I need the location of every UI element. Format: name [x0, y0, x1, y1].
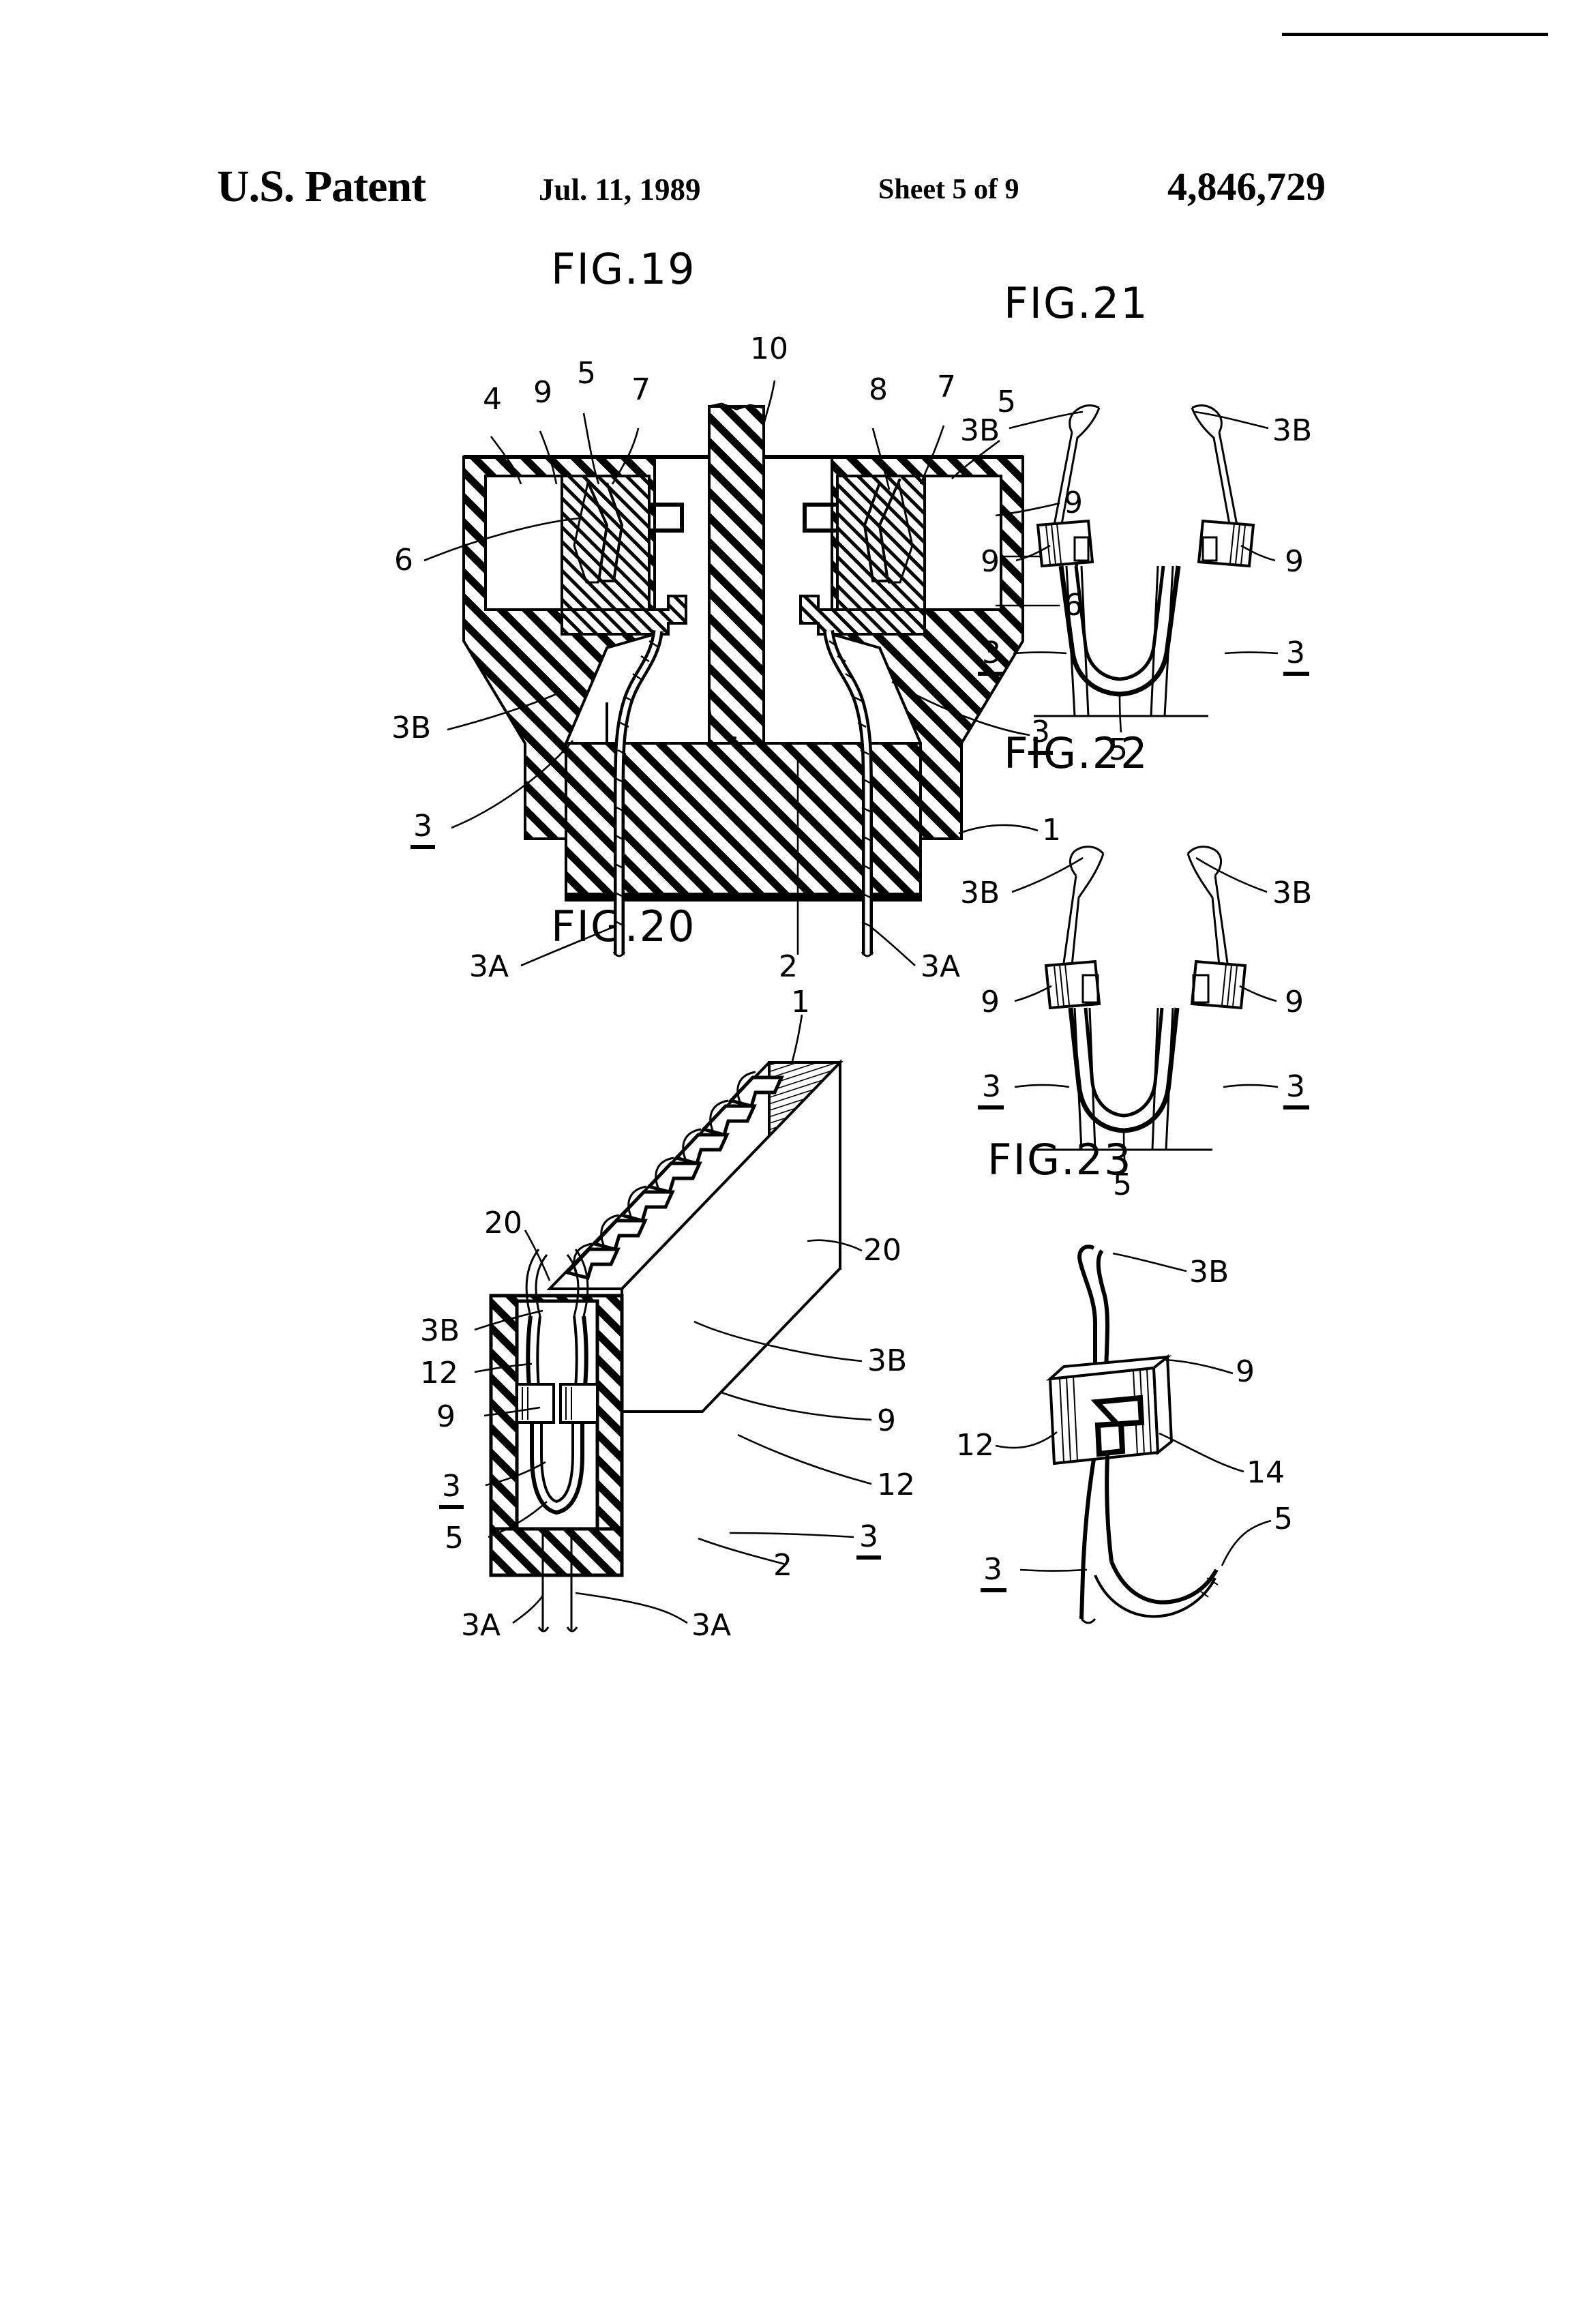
ref-label: 9 [981, 985, 1000, 1019]
ref-label: 3A [469, 949, 509, 984]
ref-label: 5 [1113, 1167, 1132, 1202]
figure-22-drawing: 3B 3B 9 9 3 3 5 [960, 846, 1312, 1202]
svg-text:3: 3 [859, 1519, 878, 1554]
ref-label: 9 [877, 1403, 896, 1438]
fig21-labels: 3B 3B 9 9 3 3 5 [960, 413, 1312, 767]
fig22-labels: 3B 3B 9 9 3 3 5 [960, 876, 1312, 1202]
ref-label: 9 [1285, 985, 1304, 1019]
ref-label: 12 [877, 1468, 915, 1502]
ref-label: 4 [483, 382, 502, 417]
figure-21-drawing: 3B 3B 9 9 3 3 5 [960, 404, 1312, 767]
ref-label-underlined: 3 [978, 636, 1004, 676]
ref-label: 3A [691, 1608, 731, 1643]
svg-text:3: 3 [982, 636, 1001, 670]
figure-19-drawing: 4 9 5 7 10 8 7 5 9 4 6 6 3B 3 3 1 3A 2 3… [391, 331, 1083, 984]
ref-label: 14 [1247, 1455, 1285, 1490]
header-rule [1282, 33, 1548, 36]
figure-title-22: FIG.22 [1004, 728, 1149, 778]
ref-label-underlined: 3 [981, 1552, 1006, 1592]
ref-label-underlined: 3 [439, 1469, 464, 1509]
ref-label: 3A [921, 949, 960, 984]
ref-label: 9 [1285, 544, 1304, 579]
ref-label-underlined: 3 [856, 1519, 881, 1560]
fig22-geometry [1011, 846, 1279, 1168]
fig20-labels: 1 20 20 3B 12 9 3 5 3B 9 12 3 2 3A 3A [420, 985, 915, 1643]
svg-text:3: 3 [413, 809, 432, 844]
ref-label: 9 [533, 375, 552, 410]
ref-label-underlined: 3 [978, 1069, 1004, 1109]
figure-20-drawing: 1 20 20 3B 12 9 3 5 3B 9 12 3 2 3A 3A [420, 985, 915, 1643]
ref-label: 6 [394, 543, 413, 578]
ref-label: 3B [1272, 876, 1312, 910]
ref-label: 7 [937, 370, 956, 404]
fig21-geometry [1009, 404, 1279, 733]
ref-label-underlined: 3 [1283, 1069, 1309, 1109]
fig20-geometry [474, 1014, 872, 1633]
fig23-geometry [995, 1245, 1272, 1624]
ref-label: 3B [391, 711, 431, 745]
figure-title-23: FIG.23 [987, 1135, 1133, 1185]
ref-label: 2 [779, 949, 798, 984]
ref-label: 3B [960, 876, 1000, 910]
patent-date: Jul. 11, 1989 [539, 173, 701, 207]
figure-title-21: FIG.21 [1004, 278, 1149, 328]
ref-label: 3B [867, 1343, 907, 1378]
svg-text:3: 3 [1286, 636, 1305, 670]
ref-label: 9 [1236, 1354, 1255, 1389]
ref-label: 3B [1272, 413, 1312, 448]
svg-text:3: 3 [1031, 715, 1050, 749]
sheet-number: Sheet 5 of 9 [878, 174, 1019, 205]
fig19-geometry [423, 380, 1060, 967]
ref-label-underlined: 3 [411, 809, 435, 849]
ref-label: 3A [461, 1608, 501, 1643]
fig19-labels: 4 9 5 7 10 8 7 5 9 4 6 6 3B 3 3 1 3A 2 3… [391, 331, 1083, 984]
ref-label: 12 [420, 1356, 458, 1390]
ref-label: 9 [436, 1399, 456, 1434]
ref-label: 7 [631, 372, 651, 407]
ref-label: 5 [577, 356, 596, 391]
ref-label: 3B [420, 1313, 460, 1348]
ref-label: 3B [960, 413, 1000, 448]
ref-label: 3B [1189, 1255, 1229, 1290]
ref-label: 1 [1042, 813, 1061, 848]
ref-label: 10 [750, 331, 788, 366]
ref-label: 12 [956, 1428, 994, 1463]
ref-label: 9 [981, 544, 1000, 579]
page-header: U.S. Patent Jul. 11, 1989 Sheet 5 of 9 4… [0, 161, 1582, 222]
patent-office-label: U.S. Patent [217, 162, 426, 211]
svg-text:3: 3 [982, 1069, 1001, 1104]
ref-label: 5 [997, 385, 1016, 419]
fig23-labels: 3B 9 12 14 5 3 [956, 1255, 1293, 1592]
ref-label: 20 [484, 1206, 522, 1240]
ref-label: 5 [1274, 1502, 1293, 1536]
ref-label: 20 [863, 1233, 901, 1268]
svg-text:3: 3 [1286, 1069, 1305, 1104]
ref-label: 5 [445, 1521, 464, 1555]
figure-23-drawing: 3B 9 12 14 5 3 [956, 1245, 1293, 1624]
ref-label-underlined: 3 [1028, 715, 1053, 755]
ref-label: 1 [791, 985, 810, 1019]
ref-label: 2 [773, 1548, 792, 1583]
ref-label: 5 [1109, 732, 1128, 767]
svg-text:3: 3 [442, 1469, 461, 1504]
ref-label-underlined: 3 [1283, 636, 1309, 676]
patent-number: 4,846,729 [1167, 164, 1326, 209]
ref-label: 8 [869, 372, 888, 407]
figure-title-19: FIG.19 [551, 244, 696, 294]
svg-text:3: 3 [983, 1552, 1002, 1587]
